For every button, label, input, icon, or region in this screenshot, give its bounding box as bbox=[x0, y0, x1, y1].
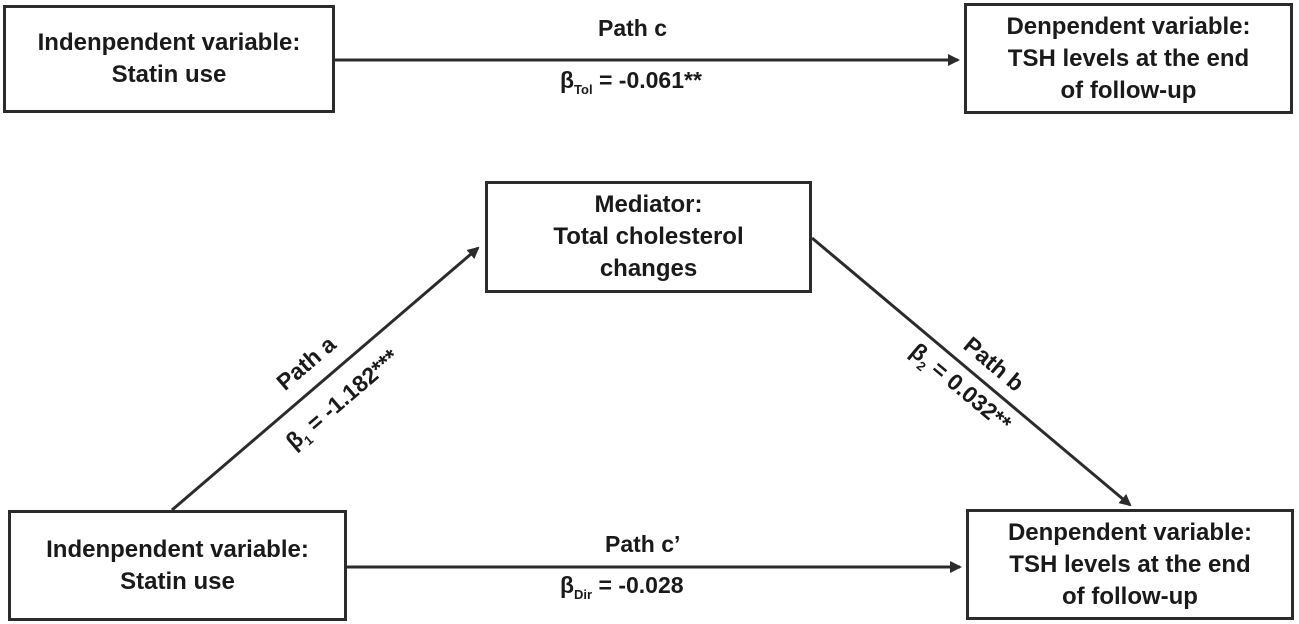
beta-symbol: β bbox=[560, 67, 575, 93]
mediator-line2: Total cholesterol bbox=[553, 223, 744, 250]
path-c-prime-beta: βDir = -0.028 bbox=[560, 571, 684, 602]
bottom-independent-line2: Statin use bbox=[120, 567, 235, 595]
bottom-dependent-box: Denpendent variable: TSH levels at the e… bbox=[966, 509, 1294, 620]
top-dependent-line2: TSH levels at the end bbox=[1007, 44, 1250, 72]
path-a-arrow bbox=[171, 246, 480, 512]
beta-value: = -0.061** bbox=[592, 67, 702, 93]
path-b-arrow bbox=[811, 236, 1132, 507]
path-c-label: Path c bbox=[598, 15, 668, 41]
path-c-prime-label: Path c’ bbox=[605, 531, 681, 557]
beta-subscript: Dir bbox=[574, 587, 593, 602]
top-dependent-line1: Denpendent variable: bbox=[1006, 12, 1251, 40]
beta-subscript: Tol bbox=[574, 82, 593, 97]
top-dependent-line3: of follow-up bbox=[1060, 76, 1197, 104]
top-dependent-box: Denpendent variable: TSH levels at the e… bbox=[964, 3, 1293, 114]
bottom-dependent-line1: Denpendent variable: bbox=[1007, 518, 1253, 546]
bottom-dependent-line2: TSH levels at the end bbox=[1009, 550, 1251, 578]
mediator-box: Mediator: Total cholesterol changes bbox=[485, 181, 812, 293]
path-c-beta: βTol = -0.061** bbox=[560, 66, 702, 97]
bottom-independent-box: Indenpendent variable: Statin use bbox=[8, 510, 347, 621]
top-independent-line1: Indenpendent variable: bbox=[37, 29, 301, 56]
beta-value: = -0.028 bbox=[592, 572, 684, 598]
mediator-line1: Mediator: bbox=[594, 191, 703, 218]
bottom-dependent-line3: of follow-up bbox=[1062, 582, 1198, 610]
bottom-independent-line1: Indenpendent variable: bbox=[46, 535, 309, 563]
beta-symbol: β bbox=[560, 572, 575, 598]
mediator-line3: changes bbox=[599, 255, 698, 282]
top-independent-line2: Statin use bbox=[111, 61, 227, 88]
top-independent-box: Indenpendent variable: Statin use bbox=[3, 5, 335, 113]
